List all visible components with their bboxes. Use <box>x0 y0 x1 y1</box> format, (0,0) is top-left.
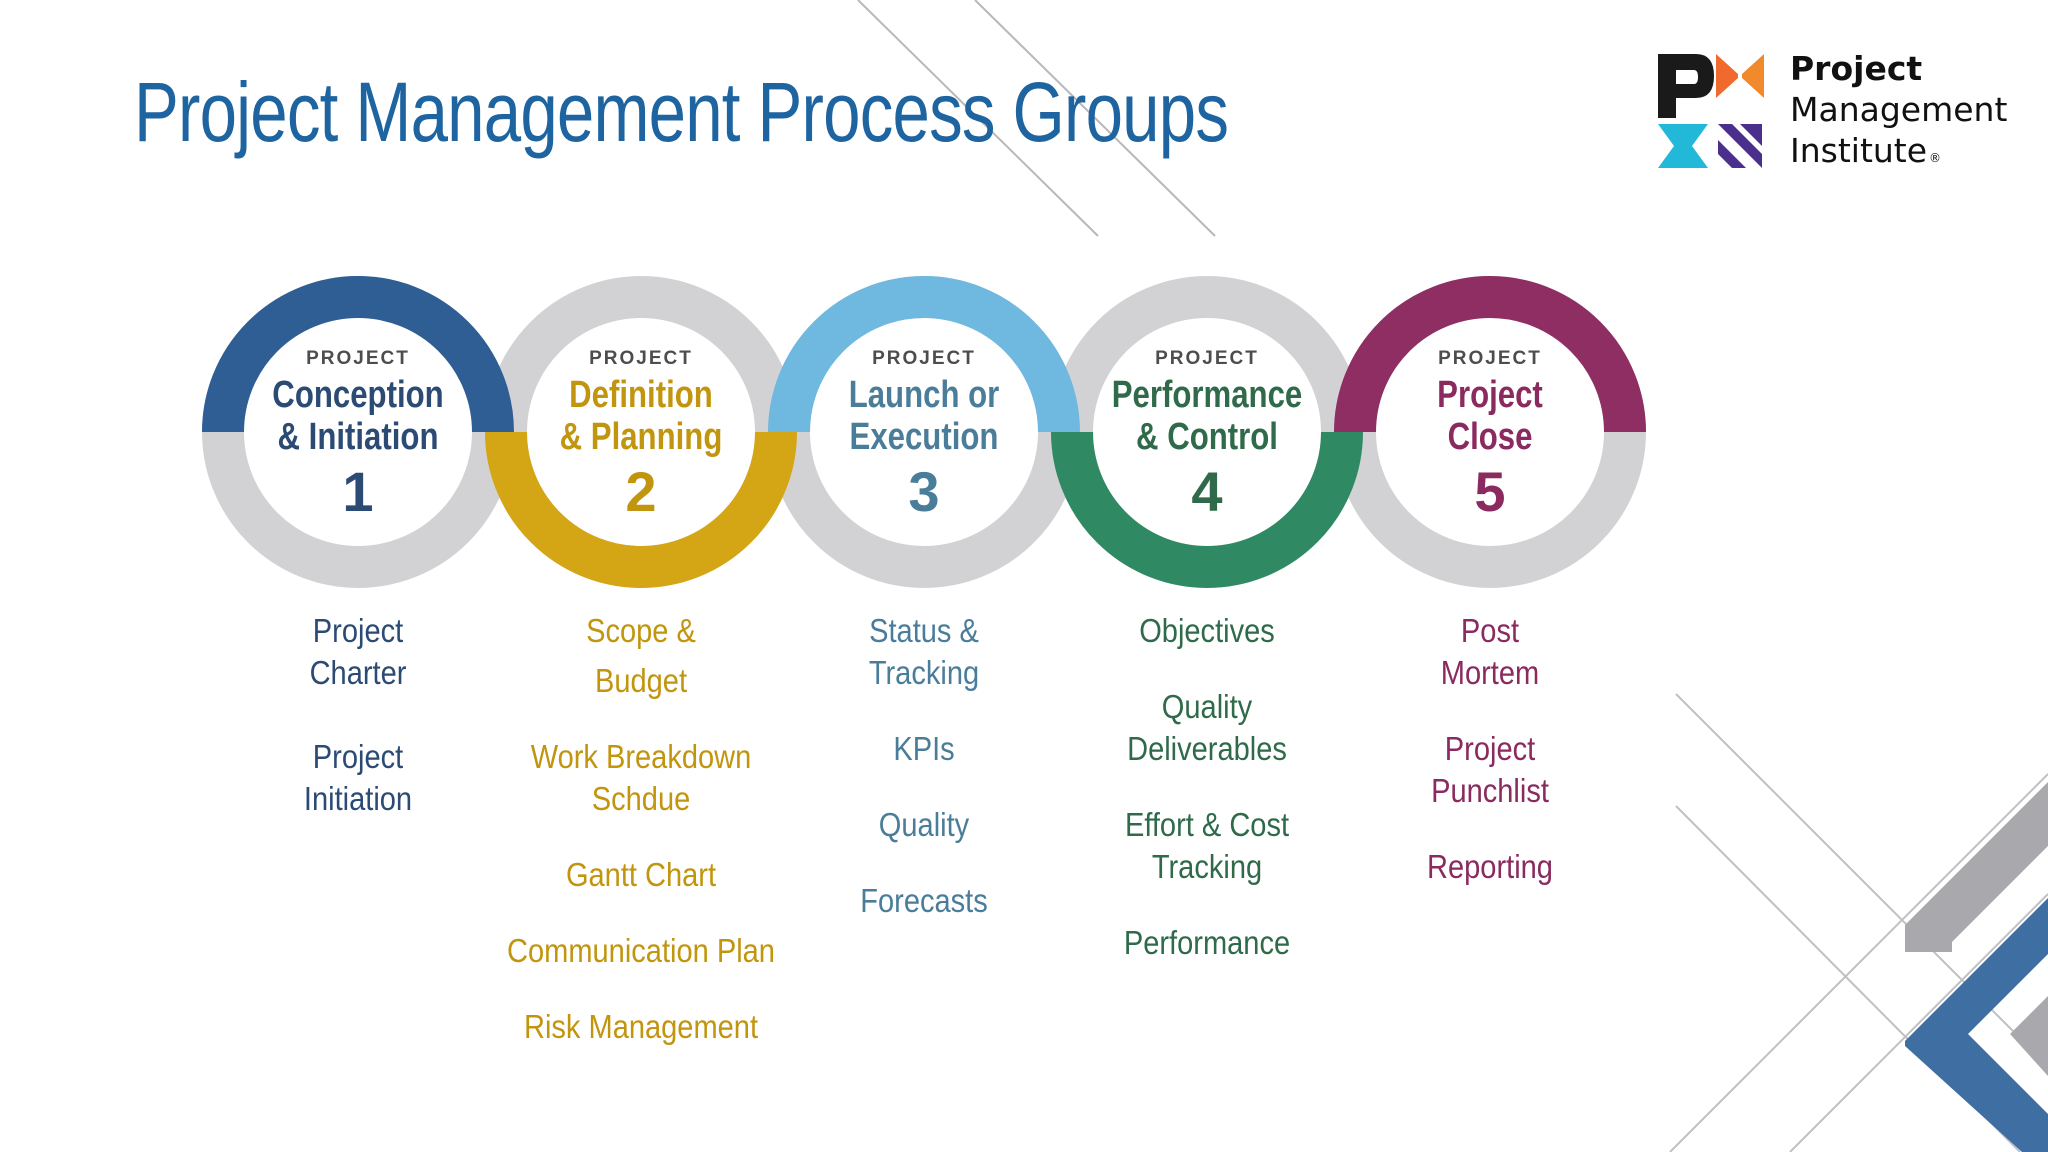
ring-center-2 <box>529 320 753 544</box>
ring-kicker: PROJECT <box>1155 348 1259 369</box>
ring-center-3 <box>812 320 1036 544</box>
group-item: Project <box>1444 730 1536 767</box>
ring-kicker: PROJECT <box>1438 348 1542 369</box>
ring-name-line1: Launch or <box>848 374 1000 416</box>
group-item: Quality <box>1161 688 1253 725</box>
group-items-2: Scope & Budget Work Breakdown Schdue Gan… <box>481 610 801 1048</box>
logo-p-shape <box>1658 54 1714 118</box>
logo-orange-shape <box>1742 54 1764 98</box>
deco-gray-corner <box>2010 996 2048 1076</box>
ring-name-line1: Performance <box>1111 374 1303 416</box>
ring-name-line2: & Control <box>1136 416 1278 458</box>
logo-stripe <box>1740 124 1762 146</box>
group-item: Deliverables <box>1127 730 1287 767</box>
ring-arc-5 <box>1334 276 1646 433</box>
ring-name-line2: & Initiation <box>277 416 439 458</box>
group-item: Quality <box>878 806 970 843</box>
pmi-wordmark: Project Management Institute® <box>1790 48 2007 179</box>
group-item: Gantt Chart <box>565 856 717 893</box>
deco-line <box>1669 773 2048 1152</box>
ring-label-3: PROJECT Launch or Execution 3 <box>804 348 1044 524</box>
ring-name-line2: Close <box>1447 416 1533 458</box>
logo-word-project: Project <box>1790 49 1923 88</box>
ring-name-line1: Conception <box>272 374 444 416</box>
group-item: Budget <box>594 662 688 699</box>
ring-number: 2 <box>625 460 657 523</box>
group-item: Tracking <box>1151 848 1263 885</box>
deco-gray-chevron <box>1905 782 2048 952</box>
ring-kicker: PROJECT <box>872 348 976 369</box>
logo-word-institute-text: Institute <box>1790 131 1928 170</box>
group-item: Post <box>1460 612 1520 649</box>
ring-number: 3 <box>908 460 940 523</box>
ring-name-line1: Project <box>1437 374 1543 416</box>
logo-word-management: Management <box>1790 90 2008 129</box>
ring-arc-2 <box>485 431 797 588</box>
ring-kicker: PROJECT <box>589 348 693 369</box>
group-items-1: Project Charter Project Initiation <box>198 610 518 820</box>
slide-title: Project Management Process Groups <box>134 65 1229 159</box>
group-item: Objectives <box>1139 612 1275 649</box>
pmi-logo-mark <box>1658 54 1764 168</box>
group-item: Work Breakdown <box>530 738 752 775</box>
ring-label-5: PROJECT Project Close 5 <box>1370 348 1610 524</box>
ring-label-1: PROJECT Conception & Initiation 1 <box>238 348 478 524</box>
logo-word-institute: Institute® <box>1790 130 2007 179</box>
ring-center-4 <box>1095 320 1319 544</box>
logo-cyan-shape <box>1658 124 1708 168</box>
group-item: Status & <box>869 612 979 649</box>
logo-registered-mark: ® <box>1929 151 1942 165</box>
group-items-5: Post Mortem Project Punchlist Reporting <box>1330 610 1650 888</box>
ring-center-5 <box>1378 320 1602 544</box>
ring-number: 1 <box>342 460 374 523</box>
logo-stripe <box>1718 124 1762 168</box>
group-item: Performance <box>1123 924 1291 961</box>
pmi-logo: Project Management Institute® <box>1656 48 2036 170</box>
group-item: Initiation <box>303 780 413 817</box>
ring-label-2: PROJECT Definition & Planning 2 <box>521 348 761 524</box>
group-item: KPIs <box>893 730 955 767</box>
deco-line <box>857 0 1099 237</box>
group-item: Tracking <box>868 654 980 691</box>
group-item: Forecasts <box>860 882 988 919</box>
ring-center-1 <box>246 320 470 544</box>
group-item: Project <box>312 738 404 775</box>
ring-kicker: PROJECT <box>306 348 410 369</box>
group-item: Schdue <box>591 780 691 817</box>
ring-name-line2: & Planning <box>559 416 723 458</box>
group-item: Mortem <box>1440 654 1540 691</box>
deco-line <box>1789 893 2048 1152</box>
deco-blue-chevron <box>1905 898 2048 1152</box>
deco-line <box>974 0 1216 237</box>
ring-name-line2: Execution <box>849 416 999 458</box>
logo-stripe <box>1718 140 1746 168</box>
ring-arc-4 <box>1051 431 1363 588</box>
ring-number: 5 <box>1474 460 1506 523</box>
logo-orange-shape <box>1716 54 1738 98</box>
group-item: Reporting <box>1427 848 1553 885</box>
group-item: Risk Management <box>523 1008 759 1045</box>
ring-arc-3 <box>768 276 1080 433</box>
group-item: Charter <box>309 654 407 691</box>
ring-label-4: PROJECT Performance & Control 4 <box>1087 348 1327 524</box>
group-items-3: Status & Tracking KPIs Quality Forecasts <box>764 610 1084 922</box>
group-item: Scope & <box>586 612 696 649</box>
group-item: Effort & Cost <box>1124 806 1290 843</box>
ring-name-line1: Definition <box>569 374 713 416</box>
group-item: Punchlist <box>1431 772 1549 809</box>
group-item: Project <box>312 612 404 649</box>
ring-arc-1 <box>202 276 514 433</box>
group-items-4: Objectives Quality Deliverables Effort &… <box>1047 610 1367 964</box>
group-item: Communication Plan <box>507 932 775 969</box>
ring-number: 4 <box>1191 460 1223 523</box>
